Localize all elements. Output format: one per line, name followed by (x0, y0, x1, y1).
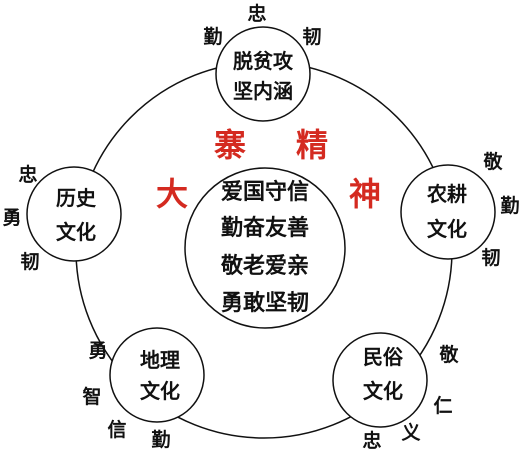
node-top-virtue-2: 勤 (203, 25, 222, 48)
node-left-virtue-3: 韧 (20, 251, 39, 273)
node-top-line-1: 脱贫攻 (233, 49, 294, 73)
node-left-line-1: 历史 (56, 186, 97, 210)
node-bottom-left-circle (109, 327, 205, 423)
node-left-virtue-1: 忠 (18, 164, 37, 186)
node-bottom-left-virtue-4: 勤 (151, 428, 170, 451)
node-bottom-right-virtue-2: 仁 (433, 394, 452, 417)
center-line-3: 敬老爱亲 (220, 253, 309, 279)
center-line-2: 勤奋友善 (221, 215, 309, 241)
node-bottom-left-virtue-2: 智 (82, 385, 101, 408)
node-top-line-2: 坚内涵 (233, 79, 293, 103)
node-bottom-right-virtue-4: 忠 (362, 430, 381, 452)
title-char-jing: 精 (296, 126, 328, 164)
node-right-line-1: 农耕 (426, 182, 467, 206)
title-char-zhai: 寨 (214, 126, 246, 164)
node-bottom-left-line-1: 地理 (140, 348, 180, 372)
node-left-virtue-2: 勇 (2, 207, 21, 229)
node-right-virtue-3: 韧 (481, 247, 500, 269)
center-circle (184, 167, 346, 329)
node-top-circle (215, 26, 311, 122)
node-right-virtue-2: 勤 (500, 194, 519, 217)
node-right-circle (400, 164, 496, 260)
node-bottom-left-line-2: 文化 (140, 379, 180, 403)
node-bottom-right-virtue-3: 义 (401, 422, 420, 444)
node-right-virtue-1: 敬 (482, 150, 503, 173)
node-bottom-left-virtue-3: 信 (107, 418, 126, 441)
node-bottom-right-circle (332, 332, 428, 428)
node-bottom-right-virtue-1: 敬 (438, 343, 459, 366)
title-char-shen: 神 (349, 175, 381, 213)
node-bottom-right-line-2: 文化 (363, 379, 403, 403)
center-line-4: 勇敢坚韧 (221, 290, 309, 316)
center-line-1: 爱国守信 (221, 179, 309, 205)
node-left-line-2: 文化 (56, 220, 96, 244)
node-left-circle (26, 166, 122, 262)
node-top-virtue-3: 韧 (302, 26, 321, 48)
node-bottom-right-line-1: 民俗 (363, 345, 404, 369)
node-top-virtue-1: 忠 (247, 3, 266, 25)
node-bottom-left-virtue-1: 勇 (88, 340, 107, 362)
title-char-da: 大 (156, 175, 188, 213)
node-right-line-2: 文化 (427, 217, 467, 241)
